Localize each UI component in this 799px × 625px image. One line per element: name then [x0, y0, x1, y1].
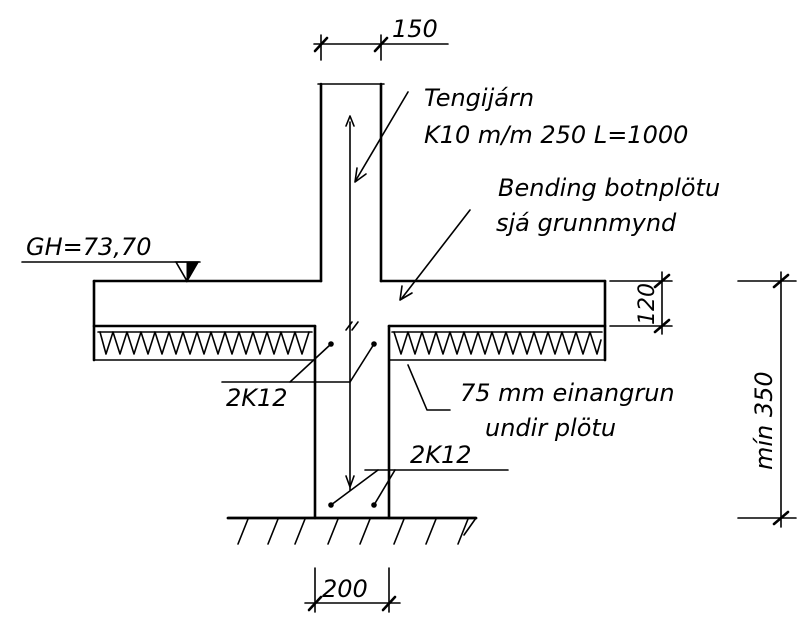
dimension-150: 150	[313, 15, 449, 61]
construction-joint-mark	[345, 321, 359, 331]
rebar-lower-label: 2K12	[410, 441, 472, 469]
ground-level-label: GH=73,70	[26, 233, 151, 261]
slab-reinforcement-leader	[399, 209, 471, 301]
insulation-line1: 75 mm einangrun	[460, 379, 675, 407]
dim-min-350-label: mín 350	[750, 371, 778, 470]
ground-level-marker	[21, 261, 201, 283]
slab-reinforcement-line1: Bending botnplötu	[498, 174, 720, 202]
ground-hatch	[226, 516, 478, 545]
dimension-120: 120	[609, 271, 673, 335]
dimension-200: 200	[304, 567, 401, 613]
wall	[317, 82, 385, 283]
rebar-upper-label: 2K12	[226, 384, 288, 412]
dimension-min-350: mín 350	[737, 271, 797, 528]
dim-150-label: 150	[392, 15, 438, 43]
dowel-spec-label: K10 m/m 250 L=1000	[424, 121, 688, 149]
dim-200-label: 200	[322, 575, 368, 603]
insulation-leader	[407, 364, 451, 411]
rebar-lower	[328, 469, 509, 508]
dowel-leader	[354, 91, 409, 183]
insulation-line2: undir plötu	[485, 414, 616, 442]
dowel-bar	[345, 115, 355, 491]
insulation-hatch	[97, 331, 603, 355]
floor-slab	[92, 279, 607, 362]
rebar-upper	[221, 341, 377, 383]
dim-120-label: 120	[635, 283, 660, 325]
dowel-title-label: Tengijárn	[424, 84, 534, 112]
slab-reinforcement-line2: sjá grunnmynd	[496, 209, 677, 237]
